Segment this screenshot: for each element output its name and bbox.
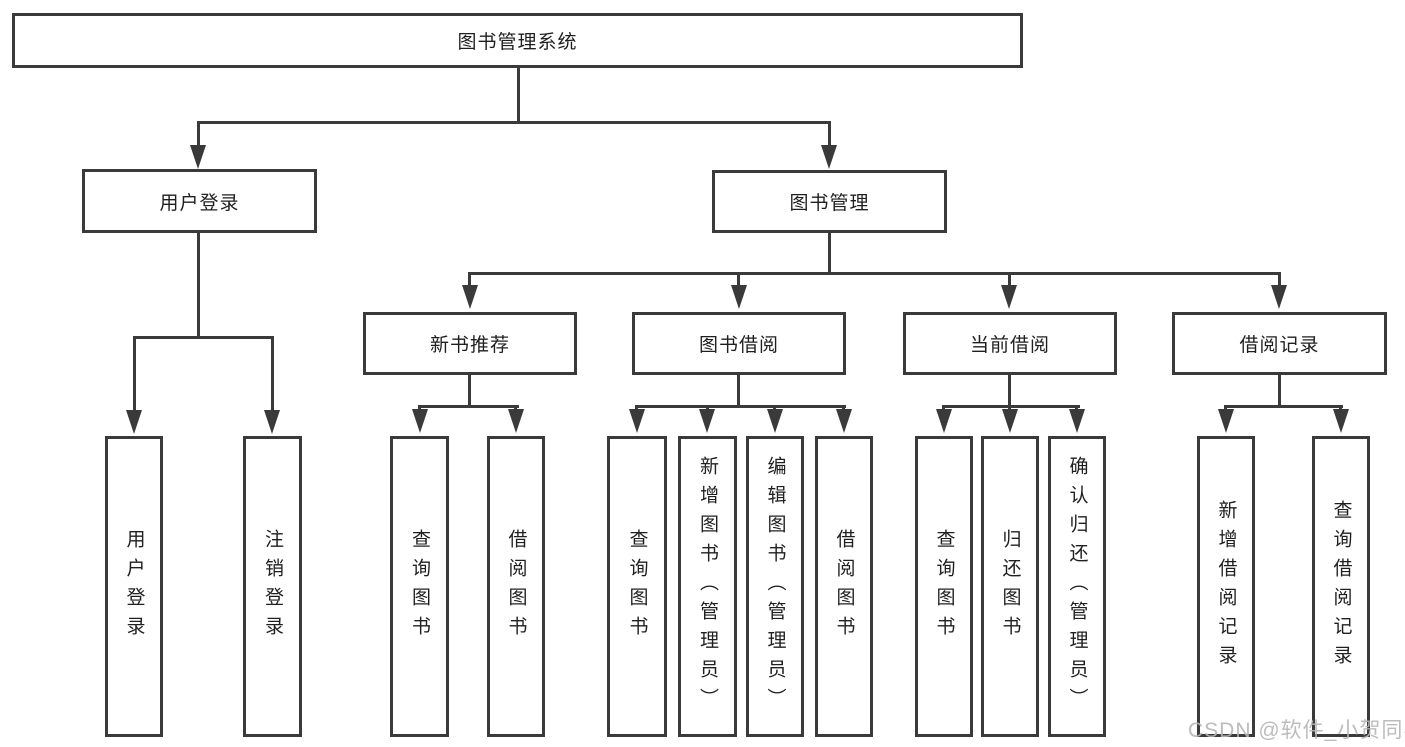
node-book-management: 图书管理 bbox=[712, 170, 947, 233]
node-book-borrow: 图书借阅 bbox=[632, 312, 846, 375]
csdn-watermark: CSDN @软件_小贺同学 bbox=[1188, 719, 1405, 742]
node-user-login: 用户登录 bbox=[82, 169, 317, 233]
node-borrow-records: 借阅记录 bbox=[1172, 312, 1387, 375]
arrow-down-icon bbox=[629, 409, 645, 433]
arrow-down-icon bbox=[1002, 409, 1018, 433]
arrow-down-icon bbox=[1001, 285, 1017, 309]
leaf-logout: 注销登录 bbox=[243, 436, 302, 737]
connector-line bbox=[517, 67, 520, 123]
arrow-down-icon bbox=[412, 409, 428, 433]
connector-line bbox=[1008, 275, 1011, 287]
connector-line bbox=[737, 275, 740, 287]
arrow-down-icon bbox=[1218, 409, 1234, 433]
arrow-down-icon bbox=[731, 285, 747, 309]
connector-line bbox=[828, 124, 831, 148]
leaf-borrow-books-recommend: 借阅图书 bbox=[487, 436, 545, 737]
connector-line bbox=[1224, 405, 1343, 408]
arrow-down-icon bbox=[1333, 409, 1349, 433]
leaf-confirm-return-admin: 确认归还（管理员） bbox=[1048, 436, 1106, 737]
leaf-return-books: 归还图书 bbox=[981, 436, 1039, 737]
connector-line bbox=[468, 375, 471, 407]
leaf-query-borrow-record: 查询借阅记录 bbox=[1312, 436, 1370, 737]
arrow-down-icon bbox=[1069, 409, 1085, 433]
connector-line bbox=[133, 339, 136, 411]
arrow-down-icon bbox=[699, 409, 715, 433]
arrow-down-icon bbox=[1271, 285, 1287, 309]
connector-line bbox=[271, 339, 274, 411]
node-root: 图书管理系统 bbox=[12, 13, 1023, 68]
arrow-down-icon bbox=[462, 285, 478, 309]
connector-line bbox=[197, 124, 200, 148]
connector-line bbox=[1278, 275, 1281, 287]
leaf-add-books-admin: 新增图书（管理员） bbox=[678, 436, 737, 737]
connector-line bbox=[468, 272, 1281, 275]
arrow-down-icon bbox=[821, 145, 837, 169]
connector-line bbox=[1008, 375, 1011, 407]
arrow-down-icon bbox=[126, 410, 142, 434]
connector-line bbox=[418, 405, 519, 408]
leaf-add-borrow-record: 新增借阅记录 bbox=[1197, 436, 1255, 737]
arrow-down-icon bbox=[836, 409, 852, 433]
arrow-down-icon bbox=[190, 145, 206, 169]
connector-line bbox=[737, 375, 740, 407]
leaf-edit-books-admin: 编辑图书（管理员） bbox=[746, 436, 804, 737]
connector-line bbox=[197, 233, 200, 339]
arrow-down-icon bbox=[508, 409, 524, 433]
connector-line bbox=[133, 336, 274, 339]
leaf-query-books-recommend: 查询图书 bbox=[390, 436, 449, 737]
connector-line bbox=[942, 405, 1080, 408]
leaf-user-login: 用户登录 bbox=[105, 436, 163, 737]
connector-line bbox=[468, 275, 471, 287]
connector-line bbox=[197, 121, 831, 124]
node-new-book-recommend: 新书推荐 bbox=[363, 312, 577, 375]
leaf-query-books-current: 查询图书 bbox=[915, 436, 973, 737]
connector-line bbox=[635, 405, 846, 408]
leaf-borrow-books: 借阅图书 bbox=[815, 436, 873, 737]
arrow-down-icon bbox=[936, 409, 952, 433]
arrow-down-icon bbox=[767, 409, 783, 433]
leaf-query-books-borrow: 查询图书 bbox=[607, 436, 667, 737]
node-current-borrow: 当前借阅 bbox=[903, 312, 1117, 375]
connector-line bbox=[1278, 375, 1281, 407]
arrow-down-icon bbox=[264, 410, 280, 434]
connector-line bbox=[828, 233, 831, 274]
